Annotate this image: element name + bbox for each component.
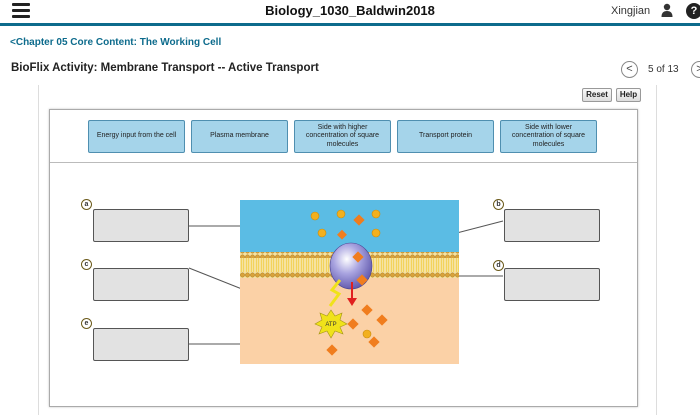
- drop-target-c[interactable]: [93, 268, 189, 301]
- atp-burst: [314, 309, 348, 339]
- username[interactable]: Xingjian: [611, 5, 651, 17]
- reset-button[interactable]: Reset: [582, 88, 612, 102]
- page-counter: 5 of 13: [648, 64, 679, 75]
- drop-target-d[interactable]: [504, 268, 600, 301]
- next-button[interactable]: >: [691, 61, 700, 78]
- drop-target-b[interactable]: [504, 209, 600, 242]
- content-frame: [38, 85, 657, 415]
- course-title: Biology_1030_Baldwin2018: [265, 3, 435, 18]
- help-button[interactable]: Help: [616, 88, 641, 102]
- label-higher-concentration[interactable]: Side with higher concentration of square…: [294, 120, 391, 153]
- atp-label: ATP: [325, 322, 336, 328]
- label-plasma-membrane[interactable]: Plasma membrane: [191, 120, 288, 153]
- top-bar: Biology_1030_Baldwin2018 Xingjian ?: [0, 0, 700, 26]
- marker-a: a: [81, 199, 92, 210]
- marker-c: c: [81, 259, 92, 270]
- labeling-activity: Energy input from the cell Plasma membra…: [49, 109, 638, 407]
- chevron-left-icon: <: [10, 37, 16, 48]
- drop-target-a[interactable]: [93, 209, 189, 242]
- marker-d: d: [493, 260, 504, 271]
- breadcrumb-label: Chapter 05 Core Content: The Working Cel…: [15, 37, 222, 48]
- drop-target-e[interactable]: [93, 328, 189, 361]
- marker-b: b: [493, 199, 504, 210]
- label-lower-concentration[interactable]: Side with lower concentration of square …: [500, 120, 597, 153]
- menu-icon[interactable]: [12, 3, 30, 19]
- label-energy-input[interactable]: Energy input from the cell: [88, 120, 185, 153]
- page-title: BioFlix Activity: Membrane Transport -- …: [11, 62, 319, 74]
- cytoplasm-region: [240, 278, 459, 364]
- marker-e: e: [81, 318, 92, 329]
- energy-bolt: [328, 279, 342, 307]
- breadcrumb[interactable]: <Chapter 05 Core Content: The Working Ce…: [10, 37, 221, 48]
- previous-button[interactable]: <: [621, 61, 638, 78]
- membrane-transport-diagram: ATP: [240, 200, 459, 364]
- transport-arrow: [347, 282, 357, 306]
- circle-molecules: [310, 209, 381, 339]
- label-bank: Energy input from the cell Plasma membra…: [50, 110, 637, 163]
- help-icon[interactable]: ?: [686, 3, 700, 19]
- label-transport-protein[interactable]: Transport protein: [397, 120, 494, 153]
- user-icon[interactable]: [661, 3, 673, 17]
